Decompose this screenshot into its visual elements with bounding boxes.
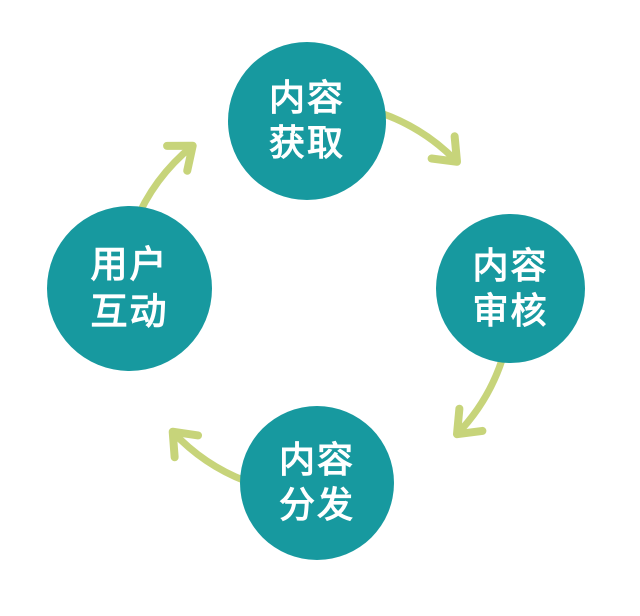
node-label-line: 用户 [90,243,169,287]
node-content-acquisition: 内容 获取 [228,42,386,200]
node-user-interaction: 用户 互动 [47,206,212,371]
node-label-line: 内容 [472,245,549,287]
node-label-line: 互动 [90,289,169,333]
arc-right-to-bottom [453,348,508,438]
node-label-line: 审核 [472,290,549,332]
node-content-distribution: 内容 分发 [240,406,394,560]
arc-top-to-right [373,108,461,166]
node-label-line: 获取 [268,123,345,164]
arrowhead-to-top-icon [163,141,197,175]
node-label-line: 内容 [278,440,355,481]
arrowhead-to-left-icon [168,427,203,462]
node-label-line: 分发 [278,485,355,526]
arrowhead-to-bottom-icon [453,404,487,439]
arc-bottom-to-left [169,428,250,485]
arrowhead-to-right-icon [427,132,461,166]
node-content-review: 内容 审核 [436,214,585,363]
node-label-line: 内容 [268,78,345,119]
